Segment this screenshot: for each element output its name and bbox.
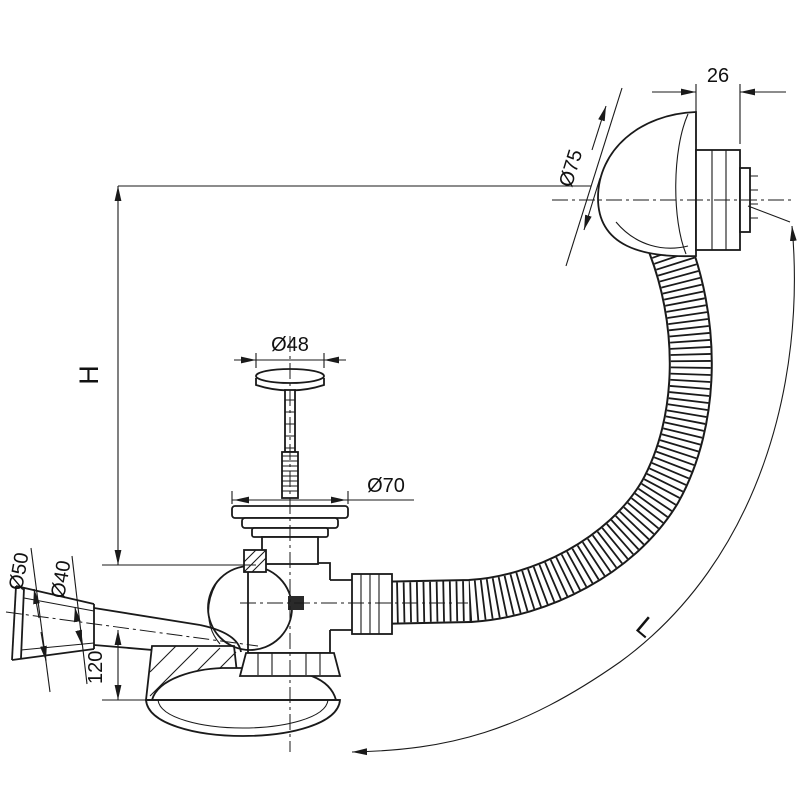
flange-diameter-label: Ø70 (367, 475, 405, 497)
pipe-axis-centerline (5, 611, 259, 647)
outlet-nut (351, 573, 393, 635)
dimension-cap-width-26: 26 (652, 65, 786, 144)
dimension-flange-diameter-70: Ø70 (231, 475, 414, 504)
cap-width-label: 26 (707, 65, 729, 87)
dimension-pipe-outer-50: Ø50 (5, 547, 51, 693)
dimension-plug-diameter-48: Ø48 (234, 334, 346, 368)
pipe-inner-label: Ø40 (47, 559, 75, 600)
dimension-outlet-height-120: 120 (85, 630, 148, 701)
overflow-cap (597, 111, 758, 258)
drain-tee-body (207, 562, 393, 654)
cap-diameter-label: Ø75 (555, 147, 587, 190)
dimension-hose-length-L: L (351, 205, 797, 756)
plug-diameter-label: Ø48 (271, 334, 309, 356)
length-dimension-curve (351, 225, 797, 756)
flexible-corrugated-hose (371, 229, 713, 625)
pipe-outer-label: Ø50 (5, 551, 33, 592)
outlet-height-label: 120 (85, 651, 107, 684)
thread-ticks (750, 175, 758, 219)
hose-corrugation (371, 230, 711, 623)
dimension-height-H: H (74, 185, 591, 566)
height-label: H (74, 365, 104, 385)
base-plate (145, 699, 341, 737)
hose-length-label: L (630, 611, 661, 644)
